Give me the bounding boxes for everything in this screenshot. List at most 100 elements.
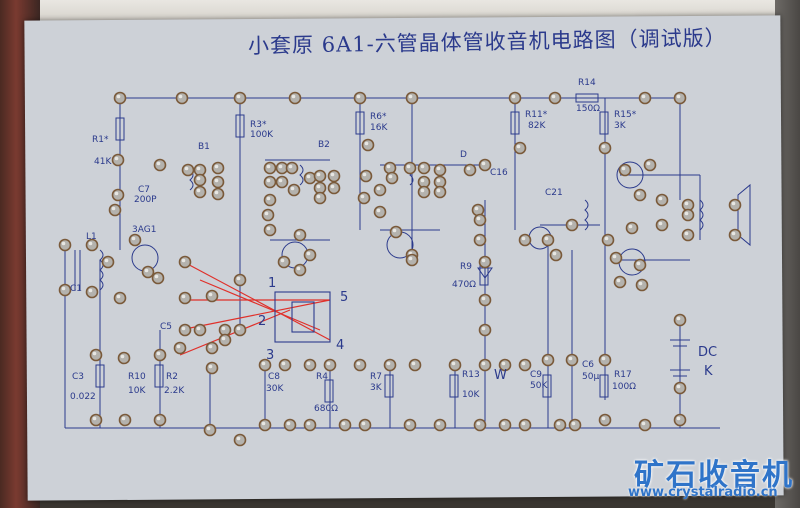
label-c8-value: 30K	[266, 384, 284, 394]
solder-joint-highlight	[408, 94, 413, 99]
solder-joint	[389, 225, 403, 239]
solder-joint-highlight	[131, 236, 136, 241]
solder-joint-highlight	[511, 94, 516, 99]
solder-joint	[278, 358, 292, 372]
solder-joint	[405, 91, 419, 105]
solder-joint	[565, 218, 579, 232]
solder-joint-highlight	[88, 241, 93, 246]
solder-joint-highlight	[386, 361, 391, 366]
solder-joint-highlight	[646, 161, 651, 166]
solder-joint	[211, 161, 225, 175]
solder-joint-highlight	[266, 164, 271, 169]
solder-joint	[175, 91, 189, 105]
solder-joint-highlight	[481, 326, 486, 331]
solder-joint	[327, 181, 341, 195]
solder-joint-highlight	[214, 164, 219, 169]
schematic-wires	[64, 93, 751, 429]
solder-joint-highlight	[731, 201, 736, 206]
solder-joint-highlight	[296, 266, 301, 271]
label-c5: C5	[160, 322, 173, 332]
solder-joint	[178, 255, 192, 269]
solder-joint-highlight	[104, 258, 109, 263]
solder-joint	[108, 203, 122, 217]
label-pin-5: 5	[340, 290, 349, 305]
solder-joint	[113, 291, 127, 305]
solder-joint	[417, 185, 431, 199]
solder-joint-highlight	[521, 236, 526, 241]
solder-joint	[373, 183, 387, 197]
watermark-logo-text: 矿石收音机	[634, 458, 794, 493]
solder-joint	[303, 171, 317, 185]
solder-joint	[408, 358, 422, 372]
solder-joint	[598, 413, 612, 427]
solder-joint-highlight	[551, 94, 556, 99]
label-c16: C16	[490, 168, 508, 178]
solder-joint-highlight	[196, 326, 201, 331]
solder-joint	[471, 203, 485, 217]
solder-joint-highlight	[176, 344, 181, 349]
solder-joint	[513, 141, 527, 155]
solder-joint-highlight	[306, 174, 311, 179]
solder-joint-highlight	[521, 361, 526, 366]
solder-joint	[211, 175, 225, 189]
solder-joint	[193, 185, 207, 199]
solder-joint-highlight	[408, 256, 413, 261]
label-r3-value: 100K	[250, 130, 274, 140]
solder-joint	[635, 278, 649, 292]
label-r7-value: 3K	[370, 383, 382, 393]
solder-joint-highlight	[306, 361, 311, 366]
solder-joint	[601, 233, 615, 247]
solder-joint	[417, 161, 431, 175]
solder-joint	[673, 313, 687, 327]
solder-joint	[288, 91, 302, 105]
solder-joint-highlight	[676, 416, 681, 421]
solder-joint-highlight	[296, 231, 301, 236]
solder-joint-highlight	[156, 161, 161, 166]
solder-joint	[303, 418, 317, 432]
label-c7: C7	[138, 185, 151, 195]
solder-joint-highlight	[286, 421, 291, 426]
solder-joint	[609, 251, 623, 265]
solder-joint-highlight	[196, 176, 201, 181]
solder-joint-highlight	[476, 236, 481, 241]
label-r15-value: 3K	[614, 121, 626, 131]
solder-joint-highlight	[362, 172, 367, 177]
solder-joint-highlight	[341, 421, 346, 426]
label-r14-value: 150Ω	[576, 104, 601, 114]
label-c3-value: 0.022	[70, 392, 96, 402]
solder-joint	[681, 228, 695, 242]
label-c9-value: 50K	[530, 381, 548, 391]
solder-joint-highlight	[114, 156, 119, 161]
solder-joint-highlight	[214, 178, 219, 183]
solder-joint	[303, 358, 317, 372]
solder-joint	[113, 91, 127, 105]
solder-joint	[553, 418, 567, 432]
solder-joint-highlight	[476, 421, 481, 426]
solder-joint-highlight	[92, 351, 97, 356]
solder-joint	[151, 271, 165, 285]
solder-joint	[233, 273, 247, 287]
label-b1: B1	[198, 142, 210, 152]
solder-joint-highlight	[181, 326, 186, 331]
label-r11: R11*	[525, 110, 548, 120]
solder-joint-highlight	[684, 201, 689, 206]
solder-joint	[403, 418, 417, 432]
solder-joint-highlight	[120, 354, 125, 359]
solder-joint	[205, 361, 219, 375]
solder-joint	[548, 91, 562, 105]
solder-joint-highlight	[521, 421, 526, 426]
label-c9: C9	[530, 370, 543, 380]
solder-joint-highlight	[364, 141, 369, 146]
label-c6: C6	[582, 360, 595, 370]
solder-joint	[218, 333, 232, 347]
solder-joint-highlight	[544, 236, 549, 241]
solder-joint-highlight	[280, 258, 285, 263]
solder-joint	[205, 289, 219, 303]
solder-joint-highlight	[420, 178, 425, 183]
solder-joint	[153, 413, 167, 427]
solder-joint-highlight	[556, 421, 561, 426]
label-l1: L1	[86, 232, 97, 242]
solder-joint	[728, 228, 742, 242]
solder-joint-highlight	[184, 166, 189, 171]
solder-joint	[263, 193, 277, 207]
